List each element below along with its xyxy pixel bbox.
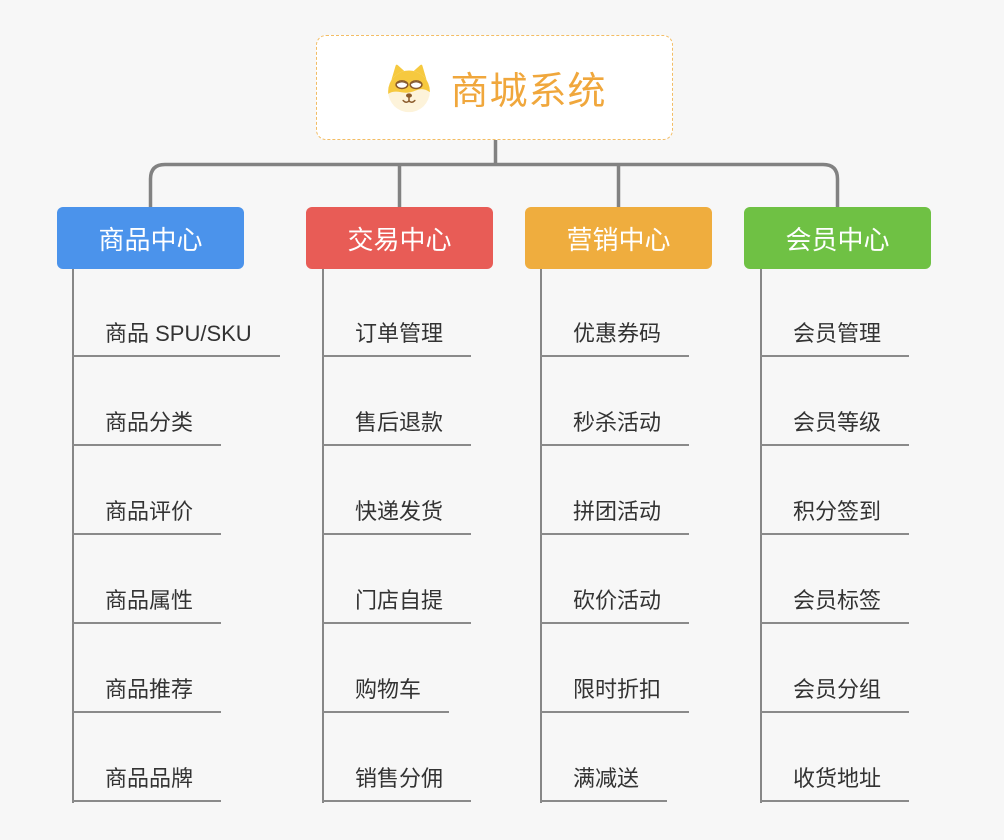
node-item[interactable]: 限时折扣 [540,676,690,713]
node-item[interactable]: 满减送 [540,765,668,802]
branch-spine [540,269,542,803]
root-node[interactable]: 商城系统 [316,35,673,140]
node-item[interactable]: 会员分组 [760,676,910,713]
node-item[interactable]: 商品 SPU/SKU [72,320,280,357]
node-item[interactable]: 优惠券码 [540,320,690,357]
branch-spine [322,269,324,803]
node-item[interactable]: 会员标签 [760,587,910,624]
node-item[interactable]: 商品评价 [72,498,222,535]
doge-icon [388,64,431,112]
branch-product-center[interactable]: 商品中心 [57,207,244,269]
node-item[interactable]: 快递发货 [322,498,472,535]
node-item[interactable]: 商品品牌 [72,765,222,802]
node-item[interactable]: 秒杀活动 [540,409,690,446]
node-item[interactable]: 拼团活动 [540,498,690,535]
root-title: 商城系统 [450,71,607,113]
node-item[interactable]: 会员管理 [760,320,910,357]
branch-member-center[interactable]: 会员中心 [744,207,931,269]
node-item[interactable]: 收货地址 [760,765,910,802]
node-item[interactable]: 商品分类 [72,409,222,446]
branch-trade-center[interactable]: 交易中心 [306,207,493,269]
node-item[interactable]: 销售分佣 [322,765,472,802]
branch-spine [72,269,74,803]
node-item[interactable]: 订单管理 [322,320,472,357]
node-item[interactable]: 购物车 [322,676,450,713]
node-item[interactable]: 售后退款 [322,409,472,446]
branch-marketing-center[interactable]: 营销中心 [525,207,712,269]
node-item[interactable]: 砍价活动 [540,587,690,624]
branch-spine [760,269,762,803]
node-item[interactable]: 商品属性 [72,587,222,624]
node-item[interactable]: 会员等级 [760,409,910,446]
node-item[interactable]: 门店自提 [322,587,472,624]
node-item[interactable]: 商品推荐 [72,676,222,713]
node-item[interactable]: 积分签到 [760,498,910,535]
